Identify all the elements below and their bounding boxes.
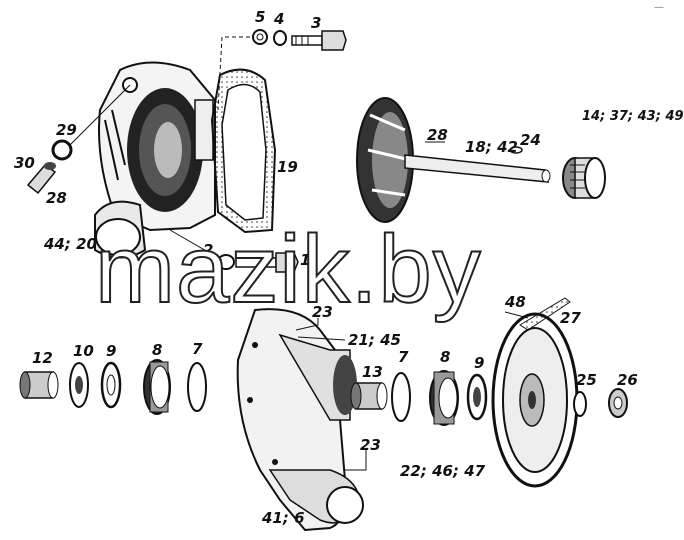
part-label-26: 26 [617, 371, 638, 389]
part-label-1: 1 [300, 251, 311, 269]
gasket-part-19 [210, 68, 277, 234]
sleeve-part-13 [350, 382, 388, 410]
part-label-28: 28 [46, 189, 67, 207]
assembly-line-dashed [217, 36, 250, 111]
part-label-14-37-43-49: 14; 37; 43; 49 [582, 109, 684, 124]
part-label-41-6: 41; 6 [262, 509, 305, 527]
part-label-24: 24 [520, 131, 541, 149]
part-label-23b: 23 [360, 436, 381, 454]
bolt-part-1 [235, 252, 299, 273]
nut-part-26 [608, 388, 628, 418]
part-label-21-45: 21; 45 [348, 331, 401, 349]
impeller-shaft-part-18 [356, 97, 551, 223]
key-part-24 [509, 146, 523, 154]
part-label-10: 10 [73, 342, 94, 360]
circlip-part-7a [187, 362, 207, 412]
sleeve-part-12 [19, 371, 59, 399]
seal-part-10 [69, 362, 89, 408]
part-label-5: 5 [255, 8, 266, 26]
part-label-19: 19 [277, 158, 298, 176]
part-label-30: 30 [14, 154, 35, 172]
washer-part-2 [217, 254, 235, 270]
part-label-8b: 8 [440, 348, 451, 366]
part-label-7b: 7 [398, 348, 409, 366]
plug-part-30 [26, 162, 57, 195]
part-label-8a: 8 [152, 341, 163, 359]
leader-line [69, 84, 131, 146]
leader-lines [295, 141, 529, 471]
bearing-housing-part [94, 61, 216, 259]
seal-ring-part-29 [51, 139, 73, 161]
part-label-18-42: 18; 42 [465, 138, 518, 156]
part-label-48: 48 [505, 293, 526, 311]
part-label-22-46-47: 22; 46; 47 [400, 462, 486, 480]
part-label-3: 3 [311, 14, 322, 32]
part-label-28b: 28 [427, 126, 448, 144]
part-label-44-20: 44; 20 [44, 235, 97, 253]
corner-mark: — [654, 2, 664, 13]
part-label-9a: 9 [106, 342, 117, 360]
exploded-parts-diagram [19, 29, 628, 532]
bearing-part-8b [429, 370, 459, 426]
part-label-13: 13 [362, 363, 383, 381]
part-label-25: 25 [576, 371, 597, 389]
lock-washer-part-4 [273, 30, 287, 46]
part-label-12: 12 [32, 349, 53, 367]
watermark: mazik.by [94, 216, 482, 323]
part-label-9b: 9 [474, 354, 485, 372]
ring-part-9a [100, 361, 122, 409]
bearing-part-8a [143, 359, 171, 415]
part-label-4: 4 [274, 10, 285, 28]
part-label-7a: 7 [192, 340, 203, 358]
part-label-2: 2 [203, 241, 214, 259]
washer-part-5 [252, 29, 268, 45]
ring-part-9b [466, 373, 488, 421]
pump-body-part-21 [236, 308, 364, 532]
bolt-part-3 [291, 30, 347, 51]
threaded-nut-part-14 [562, 157, 606, 199]
washer-part-25 [573, 391, 587, 417]
part-label-29: 29 [56, 121, 77, 139]
leader-line [169, 229, 223, 261]
circlip-part-7b [391, 372, 411, 422]
part-label-27: 27 [560, 309, 581, 327]
part-label-23a: 23 [312, 303, 333, 321]
